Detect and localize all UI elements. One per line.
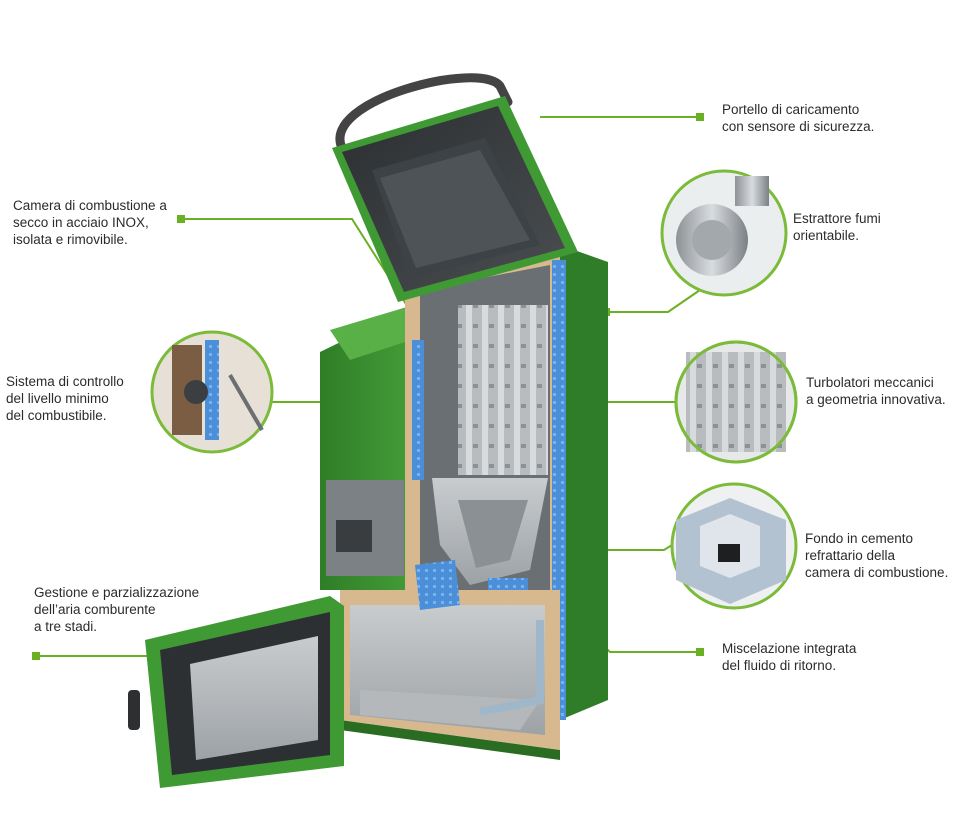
loading-door-lid	[332, 96, 578, 302]
callout-fondo: Fondo in cemento refrattario della camer…	[805, 531, 949, 580]
turbulators-icon	[674, 340, 798, 464]
callout-camera: Camera di combustione a secco in acciaio…	[13, 198, 167, 247]
callout-miscelazione: Miscelazione integrata del fluido di rit…	[722, 641, 857, 673]
callout-gestione: Gestione e parzializzazione dell’aria co…	[34, 585, 200, 634]
level-sensor-icon	[150, 330, 274, 454]
callout-estrattore: Estrattore fumi orientabile.	[793, 211, 881, 243]
callout-portello: Portello di caricamento con sensore di s…	[722, 102, 875, 134]
detail-circles	[150, 169, 798, 610]
refractory-base-icon	[670, 482, 798, 610]
boiler-body	[320, 73, 608, 760]
callout-turbolatori: Turbolatori meccanici a geometria innova…	[806, 375, 946, 407]
callout-sistema: Sistema di controllo del livello minimo …	[6, 374, 124, 423]
ash-door	[128, 596, 344, 788]
fume-extractor-fan-icon	[660, 169, 788, 297]
